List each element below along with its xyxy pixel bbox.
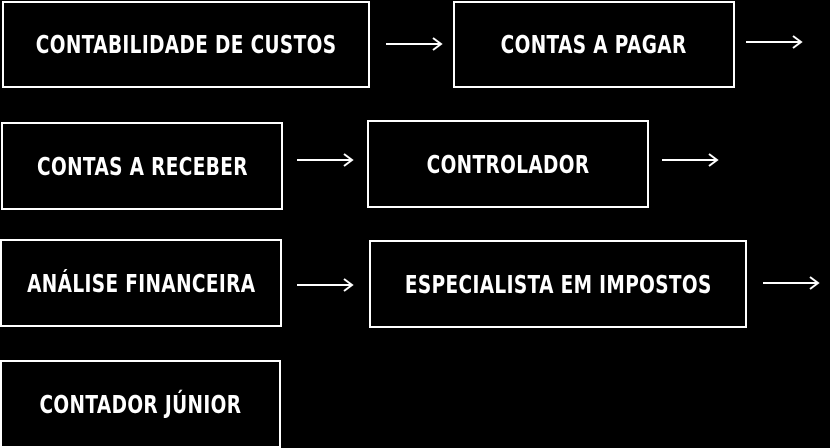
node-contas-a-receber: CONTAS A RECEBER [1,122,283,210]
arrow-right-icon [745,35,803,49]
node-label: CONTAS A PAGAR [501,30,687,59]
node-label: CONTROLADOR [426,149,590,179]
node-label: ANÁLISE FINANCEIRA [26,268,256,298]
arrow-right-icon [385,37,443,51]
node-analise-financeira: ANÁLISE FINANCEIRA [0,239,282,327]
node-controlador: CONTROLADOR [367,120,649,208]
node-label: ESPECIALISTA EM IMPOSTOS [404,269,712,299]
node-especialista-em-impostos: ESPECIALISTA EM IMPOSTOS [369,240,747,328]
arrow-right-icon [296,278,354,292]
arrow-right-icon [762,276,820,290]
arrow-right-icon [661,153,719,167]
node-label: CONTABILIDADE DE CUSTOS [35,30,337,59]
node-contas-a-pagar: CONTAS A PAGAR [453,1,735,88]
node-contabilidade-de-custos: CONTABILIDADE DE CUSTOS [2,1,370,88]
arrow-right-icon [296,153,354,167]
node-contador-junior: CONTADOR JÚNIOR [0,360,281,448]
node-label: CONTAS A RECEBER [36,151,248,181]
node-label: CONTADOR JÚNIOR [39,389,242,419]
